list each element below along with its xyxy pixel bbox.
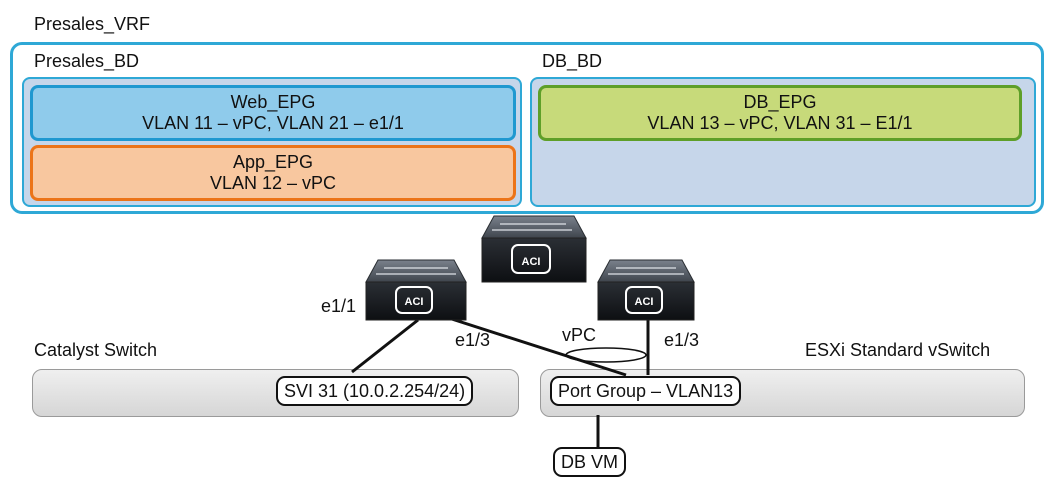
aci-left-leaf-switch-icon: ACI [365, 259, 467, 321]
web-epg-vlans: VLAN 11 – vPC, VLAN 21 – e1/1 [142, 113, 404, 133]
bd-label-db: DB_BD [542, 51, 603, 71]
aci-spine-switch-label: ACI [522, 256, 541, 268]
port-label-left-e1-3: e1/3 [455, 330, 491, 350]
vpc-label: vPC [562, 325, 597, 345]
port-group-vlan13-box[interactable]: Port Group – VLAN13 [550, 376, 742, 406]
app-epg-vlans: VLAN 12 – vPC [209, 173, 337, 193]
esxi-vswitch-label: ESXi Standard vSwitch [805, 340, 991, 360]
bd-label-presales: Presales_BD [34, 51, 140, 71]
svi-31-box[interactable]: SVI 31 (10.0.2.254/24) [276, 376, 474, 406]
aci-spine-switch-icon: ACI [481, 215, 587, 283]
db-vm-box[interactable]: DB VM [553, 447, 627, 477]
link-left-leaf-to-catalyst [351, 318, 419, 374]
web-epg-name: Web_EPG [230, 92, 316, 112]
port-label-left-e1-1: e1/1 [321, 296, 357, 316]
db-epg[interactable]: DB_EPG VLAN 13 – vPC, VLAN 31 – E1/1 [538, 85, 1022, 141]
link-left-leaf-to-portgroup [429, 310, 627, 377]
db-epg-vlans: VLAN 13 – vPC, VLAN 31 – E1/1 [647, 113, 913, 133]
aci-right-leaf-switch-icon: ACI [597, 259, 695, 321]
web-epg[interactable]: Web_EPG VLAN 11 – vPC, VLAN 21 – e1/1 [30, 85, 516, 141]
vpc-ellipse [565, 347, 647, 363]
app-epg[interactable]: App_EPG VLAN 12 – vPC [30, 145, 516, 201]
port-label-right-e1-3: e1/3 [664, 330, 700, 350]
app-epg-name: App_EPG [232, 152, 314, 172]
catalyst-switch-label: Catalyst Switch [34, 340, 158, 360]
db-epg-name: DB_EPG [743, 92, 817, 112]
vrf-label: Presales_VRF [34, 14, 151, 34]
aci-right-leaf-switch-label: ACI [635, 296, 654, 308]
aci-left-leaf-switch-label: ACI [405, 296, 424, 308]
